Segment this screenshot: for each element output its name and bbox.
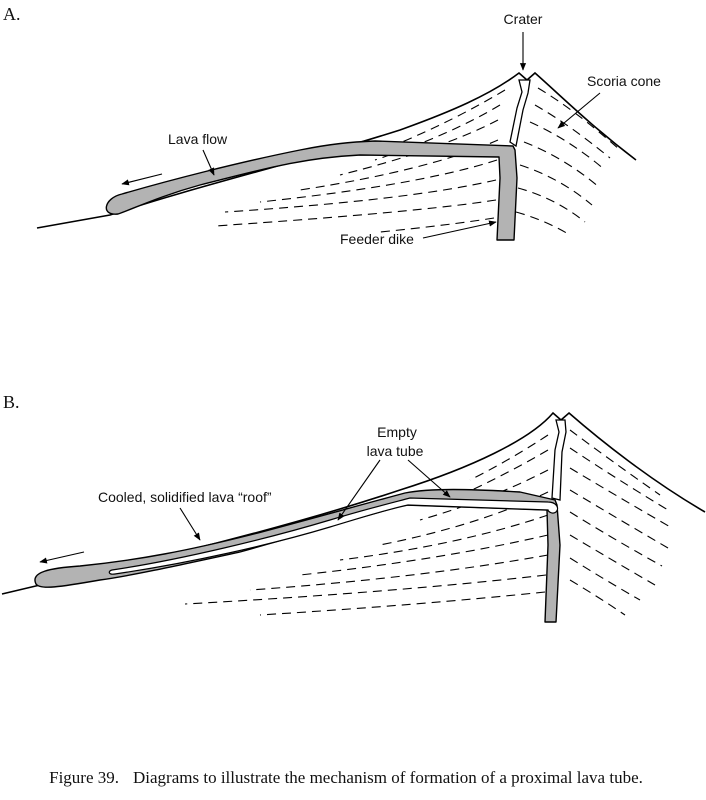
lava-roof-label: Cooled, solidified lava “roof” (98, 489, 272, 505)
panel-a-flow-direction-arrow (121, 173, 163, 186)
crater-label: Crater (504, 11, 543, 27)
feeder-dike-arrow (422, 220, 497, 239)
panel-a-crater-conduit (509, 79, 531, 148)
panel-b-lava-flow (34, 488, 561, 623)
figure-number: Figure 39. (49, 768, 120, 787)
empty-tube-label-line2: lava tube (367, 443, 424, 459)
panel-a-lava-flow (105, 140, 518, 241)
panel-a-ground-surface (36, 71, 637, 229)
empty-lava-tube (108, 497, 559, 575)
panel-b-flow-direction-arrow (39, 551, 85, 564)
panel-b-letter: B. (3, 392, 20, 412)
scoria-cone-arrow (557, 92, 601, 129)
figure-caption: Figure 39. Diagrams to illustrate the mec… (0, 768, 706, 788)
figure-caption-text: Diagrams to illustrate the mechanism of … (133, 768, 643, 787)
panel-a-letter: A. (3, 4, 21, 24)
feeder-dike-label: Feeder dike (340, 231, 414, 247)
empty-tube-arrow-right (407, 459, 451, 498)
panel-b-cone-layers (184, 429, 673, 616)
empty-tube-label-line1: Empty (377, 424, 417, 440)
panel-b-crater-conduit (551, 419, 567, 501)
lava-flow-label: Lava flow (168, 131, 228, 147)
panel-a: A. Crater Scoria cone (3, 4, 661, 247)
lava-flow-arrow (202, 149, 215, 176)
panel-b: B. Empty (1, 392, 706, 623)
lava-roof-arrow (179, 507, 201, 541)
empty-tube-arrow-left (337, 459, 381, 521)
scoria-cone-label: Scoria cone (587, 73, 661, 89)
